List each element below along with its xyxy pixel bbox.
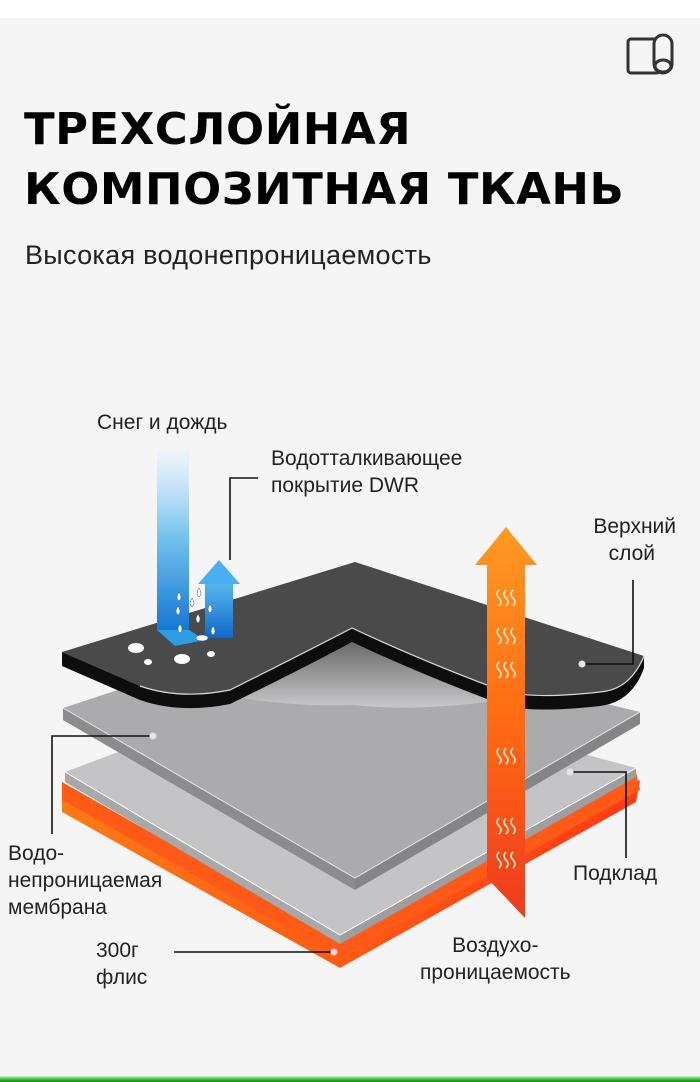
leader-lines — [51, 477, 634, 953]
label-dwr-coating: Водотталкивающее покрытие DWR — [271, 447, 463, 497]
heat-arrow-icon — [475, 527, 537, 918]
water-drops-icon — [175, 587, 216, 642]
fabric-roll-icon — [626, 33, 674, 75]
leader-dots — [149, 660, 586, 956]
label-membrane: Водо- непроницаемая мембрана — [8, 842, 163, 919]
water-beads-icon — [128, 643, 215, 665]
page-title: ТРЕХСЛОЙНАЯ КОМПОЗИТНАЯ ТКАНЬ — [24, 100, 624, 220]
title-line-2: КОМПОЗИТНАЯ ТКАНЬ — [24, 164, 625, 215]
label-snow-rain: Снег и дождь — [97, 411, 228, 434]
water-arrow-icon — [157, 450, 240, 646]
fleece-layer — [62, 772, 640, 968]
label-fleece: 300г флис — [96, 939, 148, 989]
label-breathability: Воздухо- проницаемость — [420, 934, 571, 984]
top-shell-layer — [62, 562, 645, 710]
bottom-accent-bar — [0, 1076, 700, 1082]
label-lining: Подклад — [573, 862, 658, 885]
title-line-1: ТРЕХСЛОЙНАЯ — [24, 104, 412, 155]
subtitle: Высокая водонепроницаемость — [25, 240, 432, 270]
heat-waves-icon — [496, 589, 516, 869]
label-top-layer: Верхний слой — [593, 515, 676, 565]
